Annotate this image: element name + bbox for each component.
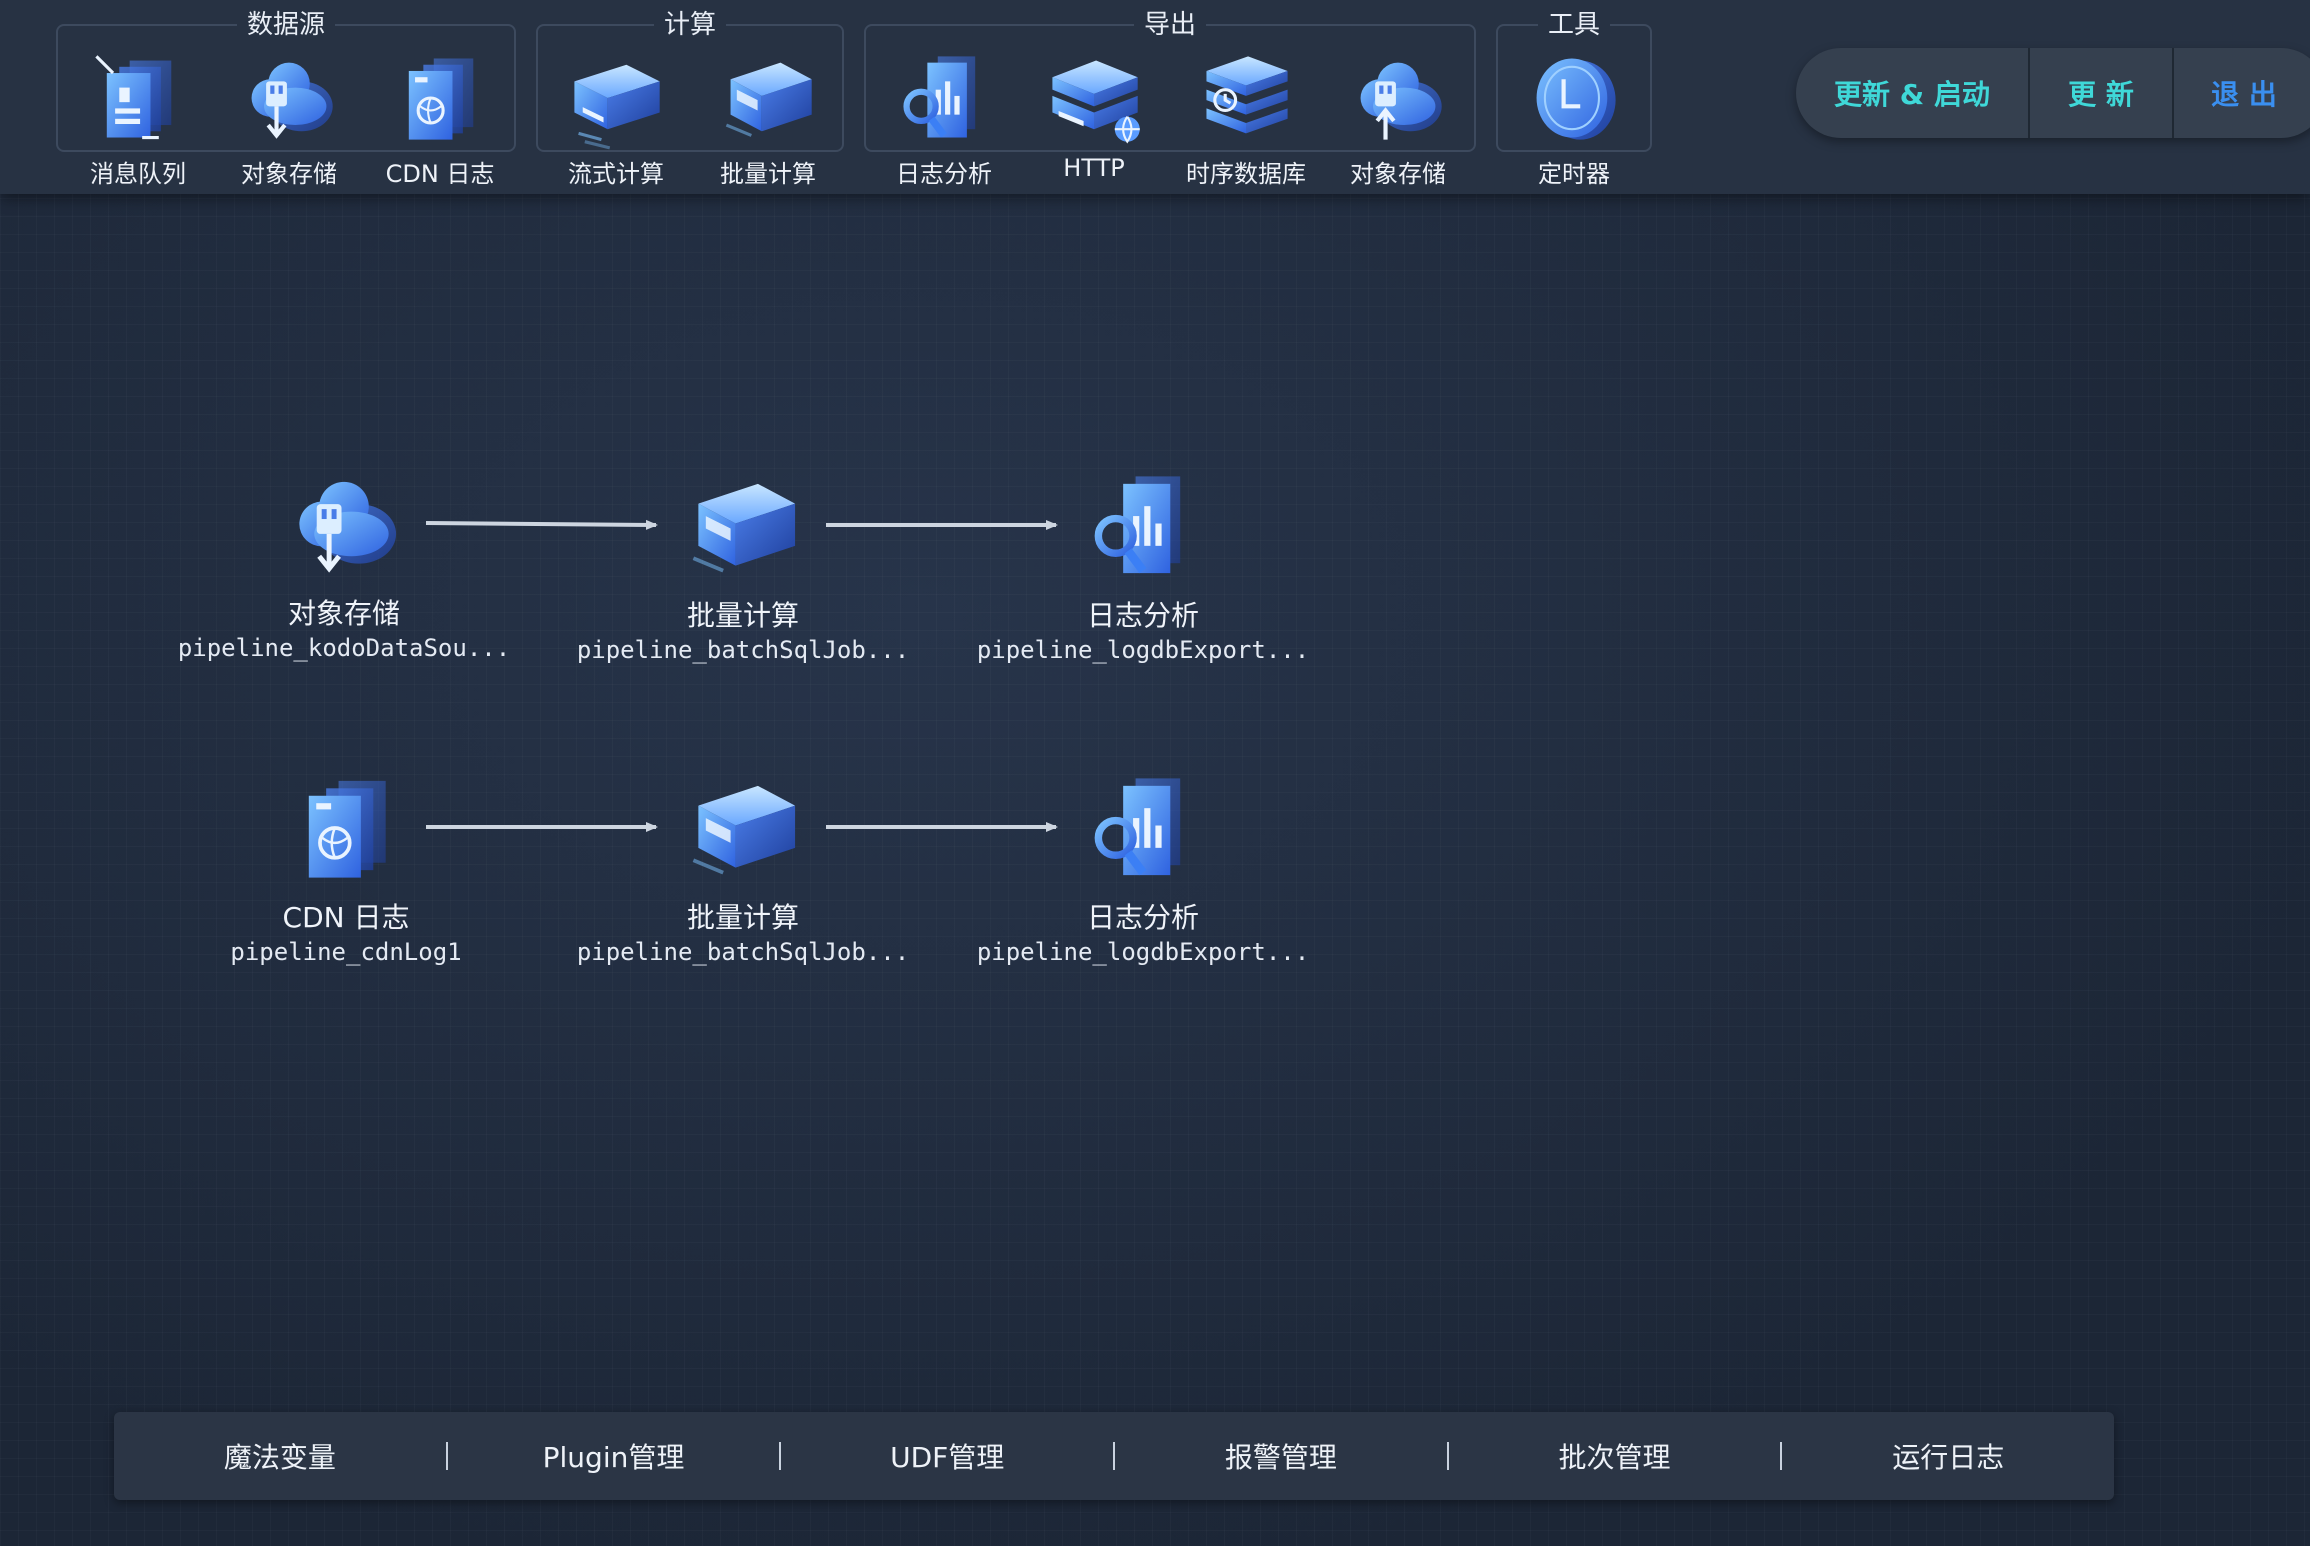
node-type: 日志分析 (1086, 599, 1199, 632)
toolbar: 数据源 消息队列 对象存储 CDN 日志 计算 流式计算 批量计算 导出 日志分… (0, 0, 2310, 194)
pipeline-node-cdn-log[interactable]: CDN 日志 pipeline_cdnLog1 (166, 766, 526, 966)
tool-tsdb[interactable]: 时序数据库 (1176, 46, 1316, 196)
tool-label: 对象存储 (1350, 160, 1446, 188)
batch-compute-icon (681, 766, 805, 890)
group-export: 导出 日志分析 HTTP 时序数据库 对象存储 (864, 10, 1476, 188)
group-title-tools: 工具 (1498, 4, 1650, 41)
exit-button[interactable]: 退 出 (2211, 78, 2277, 111)
stream-compute-icon (564, 46, 668, 150)
node-name: pipeline_logdbExport... (976, 636, 1310, 664)
node-type: 日志分析 (1086, 901, 1199, 934)
bottom-divider (1780, 1442, 1783, 1470)
alert-management-link[interactable]: 报警管理 (1224, 1441, 1337, 1474)
tool-cdn-log[interactable]: CDN 日志 (370, 46, 510, 196)
tool-label: 日志分析 (896, 160, 992, 188)
pipeline-node-logdb-export[interactable]: 日志分析 pipeline_logdbExport... (963, 766, 1323, 966)
node-type: 批量计算 (686, 901, 799, 934)
node-name: pipeline_batchSqlJob... (576, 636, 910, 664)
plugin-management-link[interactable]: Plugin管理 (542, 1441, 685, 1474)
tool-object-storage[interactable]: 对象存储 (219, 46, 359, 196)
update-start-button[interactable]: 更新 & 启动 (1834, 78, 1990, 111)
magic-variables-link[interactable]: 魔法变量 (223, 1441, 336, 1474)
node-name: pipeline_cdnLog1 (230, 938, 462, 966)
tool-label: 定时器 (1538, 160, 1610, 188)
bottom-divider (779, 1442, 782, 1470)
tool-label: CDN 日志 (385, 160, 495, 188)
log-analysis-icon (1081, 766, 1205, 890)
group-tools: 工具 定时器 (1496, 10, 1652, 188)
udf-management-link[interactable]: UDF管理 (890, 1441, 1005, 1474)
tool-label: HTTP (1063, 154, 1125, 182)
timer-icon (1522, 46, 1626, 150)
action-divider (2028, 48, 2030, 138)
pipeline-node-batch-sql[interactable]: 批量计算 pipeline_batchSqlJob... (563, 464, 923, 664)
log-analysis-icon (1081, 464, 1205, 588)
action-divider (2172, 48, 2174, 138)
bottom-divider (445, 1442, 448, 1470)
tool-label: 流式计算 (568, 160, 664, 188)
tool-timer[interactable]: 定时器 (1504, 46, 1644, 196)
tool-label: 批量计算 (720, 160, 816, 188)
bottom-divider (1446, 1442, 1449, 1470)
pipeline-node-batch-sql[interactable]: 批量计算 pipeline_batchSqlJob... (563, 766, 923, 966)
action-buttons: 更新 & 启动 更 新 退 出 (1796, 48, 2310, 138)
tool-label: 时序数据库 (1186, 160, 1306, 188)
log-analysis-icon (892, 46, 996, 150)
pipeline-node-logdb-export[interactable]: 日志分析 pipeline_logdbExport... (963, 464, 1323, 664)
cloud-storage-icon (237, 46, 341, 150)
tool-object-storage-export[interactable]: 对象存储 (1328, 46, 1468, 196)
group-title-data-source: 数据源 (58, 4, 514, 41)
group-data-source: 数据源 消息队列 对象存储 CDN 日志 (56, 10, 516, 188)
node-type: 对象存储 (287, 597, 400, 630)
http-icon (1042, 46, 1146, 150)
tool-label: 对象存储 (241, 160, 337, 188)
batch-management-link[interactable]: 批次管理 (1558, 1441, 1671, 1474)
node-name: pipeline_batchSqlJob... (576, 938, 910, 966)
group-title-compute: 计算 (538, 4, 842, 41)
cdn-log-icon (284, 766, 408, 890)
cloud-upload-icon (1346, 46, 1450, 150)
node-type: 批量计算 (686, 599, 799, 632)
tsdb-icon (1194, 46, 1298, 150)
tool-http[interactable]: HTTP (1024, 46, 1164, 196)
node-name: pipeline_kodoDataSou... (177, 634, 511, 662)
cdn-log-icon (388, 46, 492, 150)
message-queue-icon (86, 46, 190, 150)
batch-compute-icon (681, 464, 805, 588)
bottom-bar: 魔法变量 Plugin管理 UDF管理 报警管理 批次管理 运行日志 (114, 1412, 2114, 1500)
tool-message-queue[interactable]: 消息队列 (68, 46, 208, 196)
node-type: CDN 日志 (282, 901, 410, 934)
tool-stream-compute[interactable]: 流式计算 (546, 46, 686, 196)
group-compute: 计算 流式计算 批量计算 (536, 10, 844, 188)
bottom-divider (1113, 1442, 1116, 1470)
tool-label: 消息队列 (90, 160, 186, 188)
cloud-storage-icon (282, 462, 406, 586)
batch-compute-icon (716, 46, 820, 150)
update-button[interactable]: 更 新 (2068, 78, 2134, 111)
tool-batch-compute[interactable]: 批量计算 (698, 46, 838, 196)
run-log-link[interactable]: 运行日志 (1892, 1441, 2005, 1474)
tool-log-analysis[interactable]: 日志分析 (874, 46, 1014, 196)
group-title-export: 导出 (866, 4, 1474, 41)
node-name: pipeline_logdbExport... (976, 938, 1310, 966)
pipeline-node-kodo-source[interactable]: 对象存储 pipeline_kodoDataSou... (164, 462, 524, 662)
